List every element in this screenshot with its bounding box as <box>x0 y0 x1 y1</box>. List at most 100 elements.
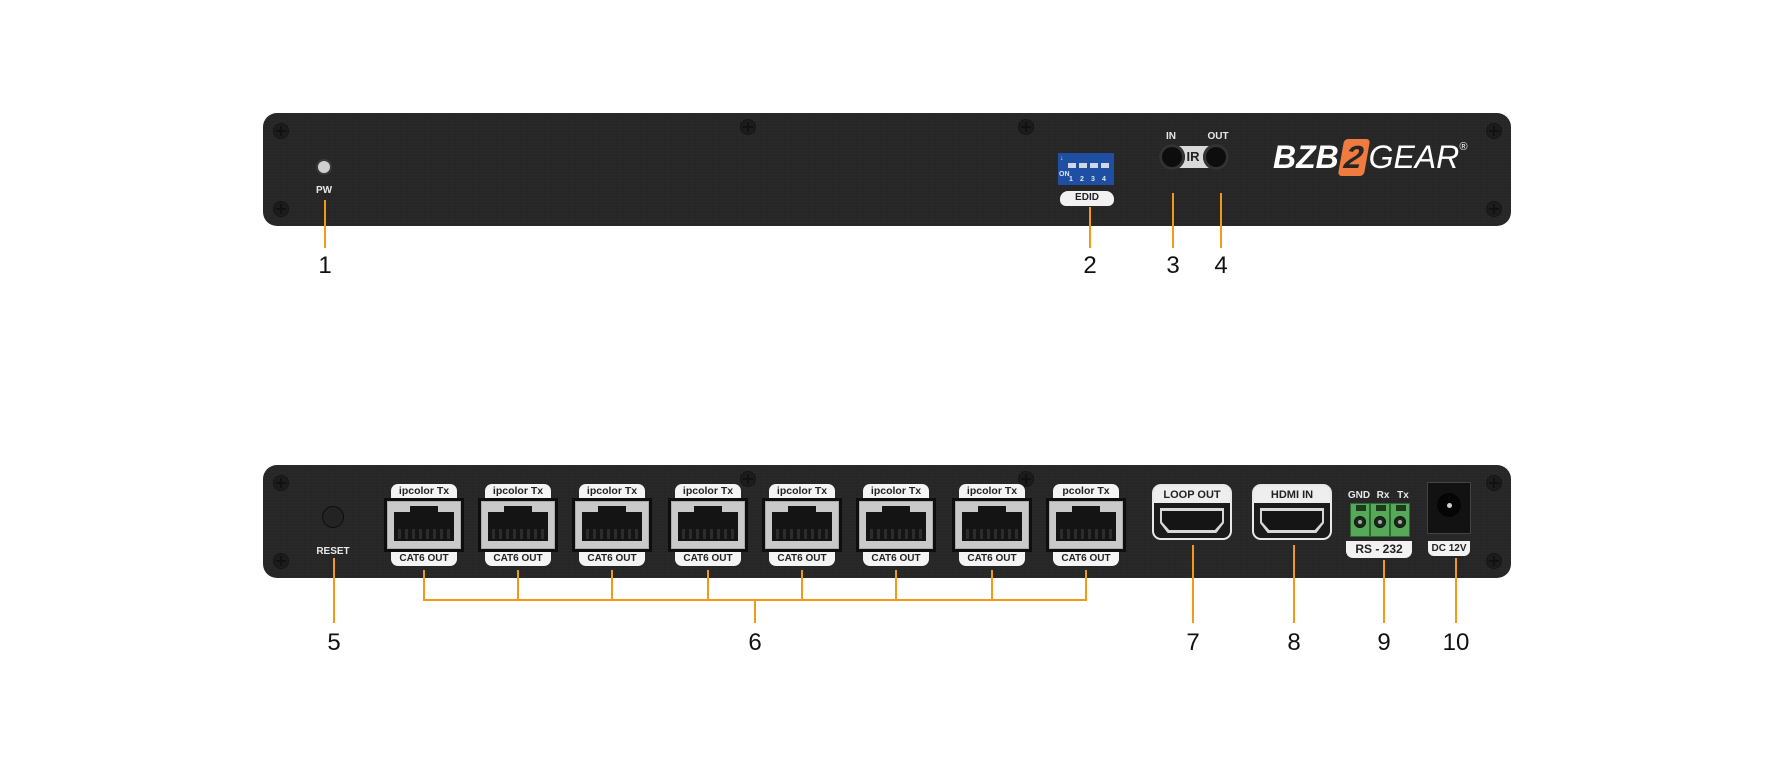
callout-line-4 <box>1220 193 1222 248</box>
callout-number-4: 4 <box>1214 252 1228 279</box>
callout-line-7 <box>1192 545 1194 623</box>
edid-dip-switch[interactable]: ↓ ON 1 2 3 4 <box>1058 153 1114 185</box>
brand-logo: BZB 2 GEAR ® <box>1273 138 1468 176</box>
callout-line-6e <box>801 570 803 600</box>
rj45-pins-icon <box>682 529 734 539</box>
port-bottom-label: CAT6 OUT <box>1053 552 1119 566</box>
dip-switch-1[interactable] <box>1068 163 1076 168</box>
reset-button[interactable] <box>322 506 344 528</box>
hdmi-connector-icon <box>1162 511 1222 530</box>
dip-switch-3[interactable] <box>1090 163 1098 168</box>
dip-pos-4: 4 <box>1102 176 1106 183</box>
callout-number-9: 9 <box>1377 629 1391 656</box>
rs232-terminal-rx[interactable] <box>1370 503 1390 537</box>
dip-on-label: ON <box>1059 171 1070 178</box>
rs232-terminal-tx[interactable] <box>1390 503 1410 537</box>
rj45-pins-icon <box>776 529 828 539</box>
ir-out-label: OUT <box>1207 131 1229 142</box>
brand-registered: ® <box>1459 141 1468 153</box>
ir-in-label: IN <box>1166 131 1176 142</box>
callout-number-5: 5 <box>327 629 341 656</box>
rj45-port-3[interactable]: ipcolor Tx CAT6 OUT <box>572 484 652 566</box>
callout-line-6h <box>1085 570 1087 600</box>
brand-2: 2 <box>1337 138 1370 176</box>
rj45-pins-icon <box>398 529 450 539</box>
loop-out-label: LOOP OUT <box>1154 486 1230 503</box>
rs232-tx-label: Tx <box>1397 490 1409 501</box>
rj45-port-4[interactable]: ipcolor Tx CAT6 OUT <box>668 484 748 566</box>
screw-icon <box>1018 471 1034 487</box>
rs232-terminal-gnd[interactable] <box>1350 503 1370 537</box>
callout-line-8 <box>1293 545 1295 623</box>
callout-number-6: 6 <box>748 629 762 656</box>
port-bottom-label: CAT6 OUT <box>675 552 741 566</box>
callout-line-6a <box>423 570 425 600</box>
hdmi-in-label: HDMI IN <box>1254 486 1330 503</box>
front-panel: PW ↓ ON 1 2 3 4 EDID IN OUT IR BZB 2 GEA… <box>263 113 1511 226</box>
rj45-pins-icon <box>492 529 544 539</box>
callout-number-8: 8 <box>1287 629 1301 656</box>
screw-icon <box>1486 553 1502 569</box>
port-bottom-label: CAT6 OUT <box>579 552 645 566</box>
port-top-label: ipcolor Tx <box>769 484 835 498</box>
callout-line-9 <box>1383 560 1385 623</box>
callout-line-3 <box>1172 193 1174 248</box>
rs232-gnd-label: GND <box>1347 490 1371 501</box>
screw-icon <box>740 471 756 487</box>
callout-number-2: 2 <box>1083 252 1097 279</box>
callout-number-3: 3 <box>1166 252 1180 279</box>
screw-icon <box>273 123 289 139</box>
rj45-port-5[interactable]: ipcolor Tx CAT6 OUT <box>762 484 842 566</box>
hdmi-loop-out-port[interactable]: LOOP OUT <box>1152 484 1232 540</box>
screw-icon <box>1486 123 1502 139</box>
dip-pos-2: 2 <box>1080 176 1084 183</box>
brand-bzb: BZB <box>1273 138 1339 175</box>
dc-power-jack[interactable] <box>1427 482 1471 534</box>
callout-line-6 <box>754 600 756 623</box>
callout-line-6d <box>707 570 709 600</box>
dip-pos-3: 3 <box>1091 176 1095 183</box>
rj45-port-2[interactable]: ipcolor Tx CAT6 OUT <box>478 484 558 566</box>
callout-line-10 <box>1455 558 1457 623</box>
screw-icon <box>1018 119 1034 135</box>
dip-arrow-icon: ↓ <box>1060 155 1064 162</box>
screw-icon <box>273 553 289 569</box>
power-led-label: PW <box>315 185 333 196</box>
rs232-rx-label: Rx <box>1376 490 1390 501</box>
rj45-port-7[interactable]: ipcolor Tx CAT6 OUT <box>952 484 1032 566</box>
rj45-port-8[interactable]: pcolor Tx CAT6 OUT <box>1046 484 1126 566</box>
rj45-pins-icon <box>586 529 638 539</box>
port-top-label: ipcolor Tx <box>579 484 645 498</box>
ir-in-jack[interactable] <box>1159 144 1185 170</box>
port-top-label: pcolor Tx <box>1053 484 1119 498</box>
dip-switch-4[interactable] <box>1101 163 1109 168</box>
brand-gear: GEAR <box>1368 138 1460 175</box>
port-top-label: ipcolor Tx <box>485 484 551 498</box>
dc-12v-label: DC 12V <box>1428 541 1470 556</box>
screw-icon <box>1486 475 1502 491</box>
callout-number-7: 7 <box>1186 629 1200 656</box>
port-top-label: ipcolor Tx <box>675 484 741 498</box>
power-led-icon <box>318 161 330 173</box>
port-bottom-label: CAT6 OUT <box>959 552 1025 566</box>
rj45-port-1[interactable]: ipcolor Tx CAT6 OUT <box>384 484 464 566</box>
screw-icon <box>273 201 289 217</box>
port-top-label: ipcolor Tx <box>959 484 1025 498</box>
callout-line-5 <box>333 558 335 623</box>
callout-line-6b <box>517 570 519 600</box>
ir-out-jack[interactable] <box>1203 144 1229 170</box>
screw-icon <box>1486 201 1502 217</box>
hdmi-connector-icon <box>1262 511 1322 530</box>
callout-line-6f <box>895 570 897 600</box>
callout-line-6g <box>991 570 993 600</box>
rj45-port-6[interactable]: ipcolor Tx CAT6 OUT <box>856 484 936 566</box>
dip-switch-2[interactable] <box>1079 163 1087 168</box>
dip-pos-1: 1 <box>1069 176 1073 183</box>
screw-icon <box>740 119 756 135</box>
rj45-pins-icon <box>1060 529 1112 539</box>
rj45-pins-icon <box>966 529 1018 539</box>
rj45-pins-icon <box>870 529 922 539</box>
hdmi-in-port[interactable]: HDMI IN <box>1252 484 1332 540</box>
callout-line-1 <box>324 200 326 248</box>
port-bottom-label: CAT6 OUT <box>863 552 929 566</box>
